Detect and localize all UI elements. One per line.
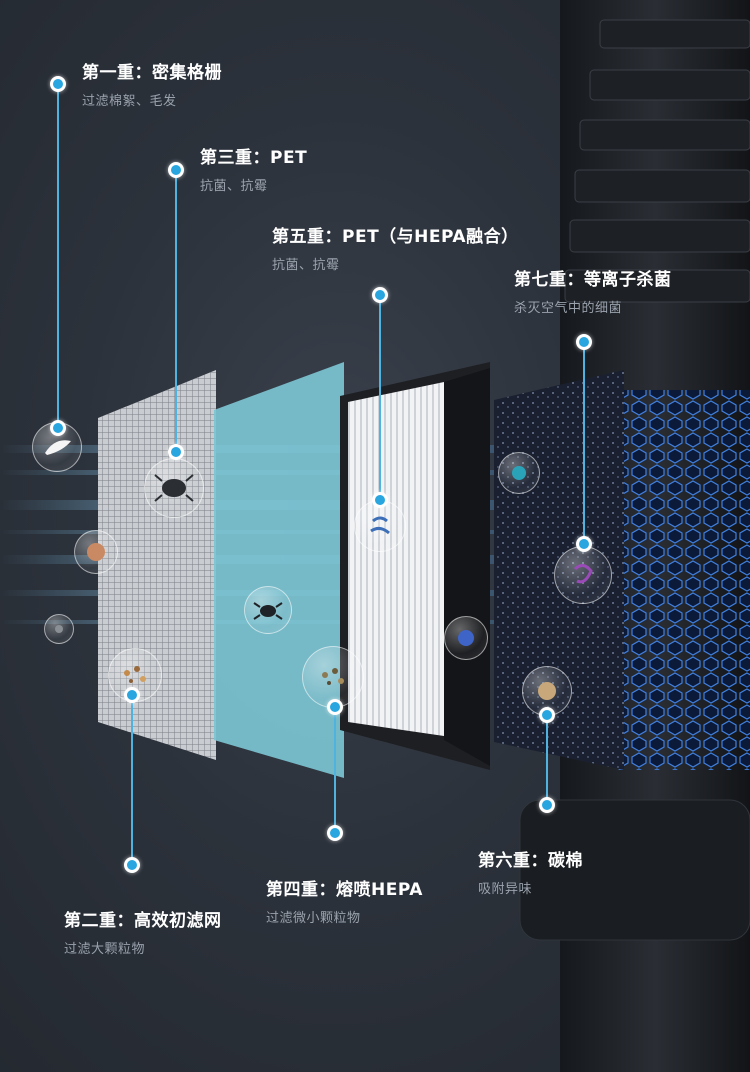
layer-5-title: 第五重：PET（与HEPA融合）	[272, 227, 519, 247]
marker-dot	[168, 444, 184, 460]
layer-7-subtitle: 杀灭空气中的细菌	[514, 301, 623, 316]
virus-icon	[498, 452, 540, 494]
layer-3-subtitle: 抗菌、抗霉	[200, 179, 268, 194]
germ-icon	[354, 500, 406, 552]
teal-filter-layer	[214, 362, 344, 778]
layer-5-subtitle: 抗菌、抗霉	[272, 258, 340, 273]
connector-line	[379, 293, 381, 499]
marker-dot	[539, 797, 555, 813]
layer-2-subtitle: 过滤大颗粒物	[64, 942, 146, 957]
connector-line	[57, 82, 59, 428]
marker-dot	[327, 825, 343, 841]
hepa-pleats	[348, 382, 444, 736]
layer-3-title: 第三重：PET	[200, 148, 308, 168]
marker-dot	[576, 536, 592, 552]
layer-7-title: 第七重：等离子杀菌	[514, 270, 672, 290]
connector-line	[583, 341, 585, 544]
marker-dot	[327, 699, 343, 715]
bacteria-icon	[144, 458, 204, 518]
layer-4-subtitle: 过滤微小颗粒物	[266, 911, 361, 926]
connector-line	[131, 694, 133, 864]
marker-dot	[124, 687, 140, 703]
marker-dot	[50, 420, 66, 436]
marker-dot	[168, 162, 184, 178]
dust-particle-icon	[74, 530, 118, 574]
layer-1-title: 第一重：密集格栅	[82, 63, 222, 83]
marker-dot	[372, 492, 388, 508]
mite-icon	[244, 586, 292, 634]
marker-dot	[124, 857, 140, 873]
marker-dot	[50, 76, 66, 92]
layer-2-title: 第二重：高效初滤网	[64, 911, 222, 931]
connector-line	[334, 706, 336, 832]
layer-1-subtitle: 过滤棉絮、毛发	[82, 94, 177, 109]
odor-particle-icon	[444, 616, 488, 660]
connector-line	[546, 714, 548, 804]
layer-6-subtitle: 吸附异味	[478, 882, 533, 897]
marker-dot	[539, 707, 555, 723]
particle-icon	[44, 614, 74, 644]
microbe-icon	[554, 546, 612, 604]
marker-dot	[576, 334, 592, 350]
layer-4-title: 第四重：熔喷HEPA	[266, 880, 423, 900]
marker-dot	[372, 287, 388, 303]
connector-line	[175, 168, 177, 452]
layer-6-title: 第六重：碳棉	[478, 851, 583, 871]
particles-cluster-icon	[108, 648, 162, 702]
fine-particles-icon	[302, 646, 364, 708]
